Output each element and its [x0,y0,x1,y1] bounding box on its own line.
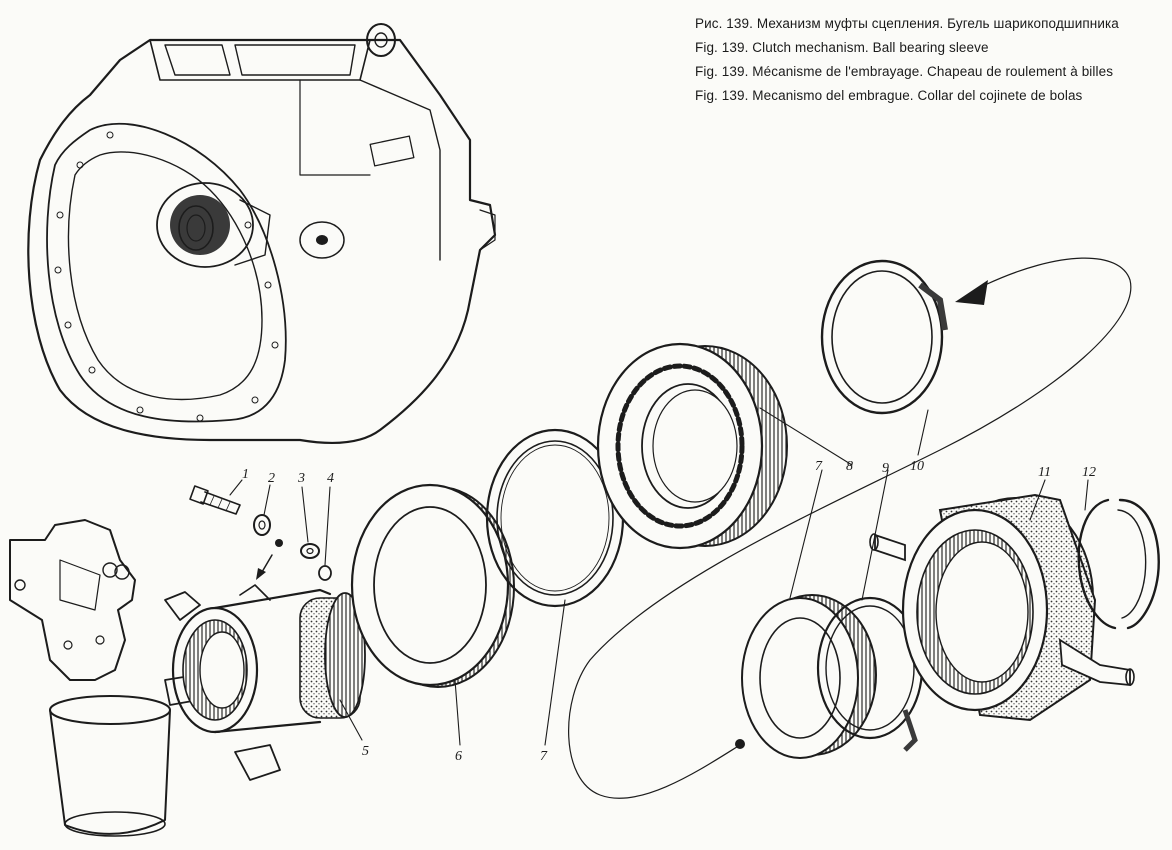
callout-3: 3 [297,471,305,486]
part-5-bearing-sleeve [164,584,366,781]
assembly-direction-arrow [568,257,1132,799]
part-3-washer [300,543,320,559]
housing-flange-bolt-holes [54,131,279,422]
part-6-flat-ring [350,483,515,688]
part-12-snap-ring [1077,498,1160,630]
part-11-release-sleeve [869,493,1135,722]
figure-caption: Рис. 139. Механизм муфты сцепления. Буге… [695,12,1165,108]
caption-en: Fig. 139. Clutch mechanism. Ball bearing… [695,40,989,55]
caption-es: Fig. 139. Mecanismo del embrague. Collar… [695,88,1083,103]
callout-1: 1 [242,467,249,482]
part-10-split-ring [820,259,948,415]
cylindrical-cover [49,695,171,837]
callout-10: 10 [910,459,924,474]
part-8-roller-bearing [596,342,788,550]
assembly-arrow-small [256,554,273,580]
callout-7a: 7 [540,749,548,764]
leader-lines [229,407,1089,746]
part-7-inner-race [741,594,877,759]
callout-5: 5 [362,744,369,759]
caption-fr: Fig. 139. Mécanisme de l'embrayage. Chap… [695,64,1114,79]
callout-7b: 7 [815,459,823,474]
clutch-housing [27,23,497,445]
part-4-spring-washer [318,565,332,581]
bearing-sleeve-bracket [9,519,136,681]
callout-4: 4 [327,471,334,486]
callout-2: 2 [268,471,275,486]
callout-12: 12 [1082,465,1096,480]
callout-6: 6 [455,749,462,764]
caption-ru: Рис. 139. Механизм муфты сцепления. Буге… [695,16,1119,31]
callout-labels: 1 2 3 4 5 6 7 7 8 9 10 11 12 [242,459,1096,764]
part-7-seal-ring [485,428,625,608]
part-1-bolt [189,485,241,515]
part-2-washer [253,514,283,547]
callout-8: 8 [846,459,853,474]
callout-9: 9 [882,461,889,476]
callout-11: 11 [1038,465,1051,480]
